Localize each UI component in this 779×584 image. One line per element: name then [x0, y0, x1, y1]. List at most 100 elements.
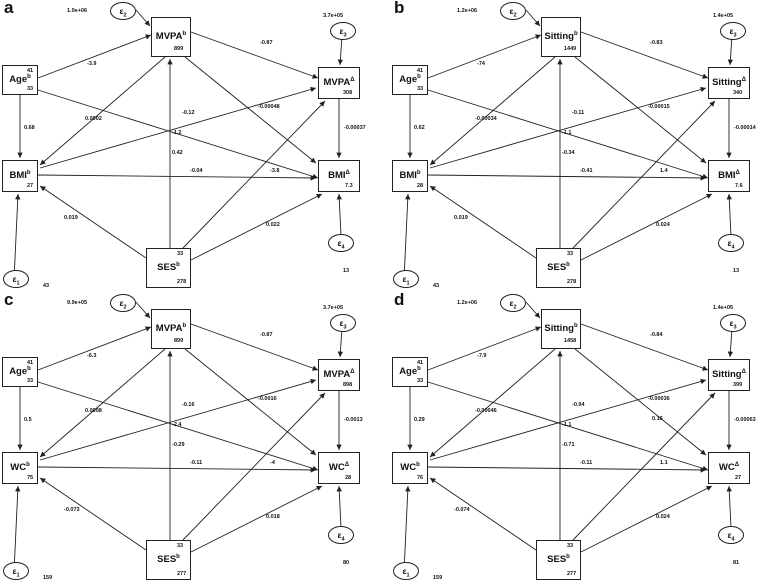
- error-e4: ε4: [328, 234, 354, 252]
- ses-n: 277: [177, 571, 187, 577]
- midout-n: 7.3: [345, 183, 353, 189]
- outcome-node-name: Sitting: [712, 369, 742, 381]
- top-to-mid-arrow: [39, 56, 166, 166]
- error-e1-index: 1: [406, 572, 410, 579]
- outcome-node-label: MVPAΔ: [319, 77, 359, 88]
- coef-age-top: -74: [477, 61, 485, 67]
- ses-node-label: SESb: [537, 554, 580, 565]
- e2-arrow: [525, 9, 541, 27]
- age-node-name: Age: [9, 366, 28, 378]
- error-e1-index: 1: [16, 280, 20, 287]
- ses-n: 278: [177, 279, 187, 285]
- top-n: 1458: [564, 338, 577, 344]
- outcome-n: 340: [733, 90, 743, 96]
- error-e1-symbol: ε: [12, 274, 17, 284]
- age-n: 33: [27, 378, 34, 384]
- coef-age-mid: 0.62: [414, 125, 425, 131]
- outcome-node-name: MVPA: [323, 369, 351, 381]
- mid-node-name: BMI: [399, 170, 417, 182]
- mid-node-label: BMIb: [393, 170, 427, 181]
- coef-extra: 0.16: [652, 416, 663, 422]
- age-to-midout-arrow: [427, 89, 709, 179]
- age-to-midout-arrow: [37, 381, 319, 471]
- ses-value: 33: [567, 251, 574, 257]
- coef-age-top: -7.9: [477, 353, 487, 359]
- ses-node-superscript: b: [176, 554, 180, 560]
- coef-age-mid: 0.5: [24, 417, 32, 423]
- midout-node-superscript: Δ: [344, 462, 350, 468]
- e4-variance: 80: [343, 560, 350, 566]
- outcome-n: 308: [343, 90, 353, 96]
- coef-ses-midout: 0.018: [266, 514, 280, 520]
- top-node-name: Sitting: [544, 323, 574, 335]
- coef-mid-midout: -0.11: [190, 460, 203, 466]
- age-node-name: Age: [399, 74, 418, 86]
- outcome-node-label: SittingΔ: [709, 369, 749, 380]
- coef-top-midout: -0.0016: [258, 396, 277, 402]
- coef-ses-mid: -0.074: [454, 507, 470, 513]
- coef-age-mid: 0.68: [24, 125, 35, 131]
- midout-node-label: BMIΔ: [709, 170, 749, 181]
- error-e1-symbol: ε: [402, 274, 407, 284]
- path-lines: [403, 301, 734, 573]
- coef-mid-midout: -0.04: [190, 168, 203, 174]
- mid-to-outcome-arrow: [39, 378, 317, 461]
- error-e2-index: 2: [513, 304, 517, 311]
- outcome-node-label: SittingΔ: [709, 77, 749, 88]
- coef-top-mid: 0.0002: [85, 116, 102, 122]
- mid-to-midout-arrow: [37, 174, 317, 181]
- mid-node-name: WC: [10, 462, 27, 474]
- error-e4-index: 4: [341, 536, 345, 543]
- ses-node-label: SESb: [147, 554, 190, 565]
- mid-node-label: WCb: [3, 462, 37, 473]
- age-node-superscript: b: [417, 366, 421, 372]
- coef-ses-mid: 0.019: [64, 215, 78, 221]
- coef-cross: -1.2: [172, 130, 182, 136]
- e1-arrow: [403, 193, 411, 281]
- error-e3-symbol: ε: [729, 26, 734, 36]
- ses-to-mid-arrow: [39, 477, 147, 551]
- coef-mid-midout: -0.11: [580, 460, 593, 466]
- mid-node-superscript: b: [26, 462, 30, 468]
- mid-n: 27: [27, 183, 34, 189]
- top-node-name: Sitting: [544, 31, 574, 43]
- mid-node-name: BMI: [9, 170, 27, 182]
- error-e2: ε2: [110, 2, 136, 20]
- ses-node-name: SES: [547, 554, 567, 566]
- error-e4: ε4: [718, 526, 744, 544]
- e1-arrow: [13, 193, 21, 281]
- age-node-label: Ageb: [393, 74, 427, 85]
- coef-top-mid: -0.00034: [475, 116, 497, 122]
- ses-to-mid-arrow: [429, 185, 537, 259]
- top-node-superscript: b: [573, 31, 578, 37]
- top-node-superscript: b: [182, 323, 187, 329]
- error-e1: ε1: [3, 562, 29, 580]
- ses-node-superscript: b: [566, 262, 570, 268]
- coef-ses-midout: 0.024: [656, 222, 670, 228]
- e1-variance: 159: [433, 575, 443, 581]
- age-to-midout-arrow: [37, 89, 319, 179]
- error-e3-symbol: ε: [339, 26, 344, 36]
- top-node-superscript: b: [182, 31, 187, 37]
- ses-to-outcome-arrow: [572, 100, 716, 249]
- error-e3: ε3: [330, 314, 356, 332]
- ses-to-midout-arrow: [190, 193, 323, 261]
- age-value: 41: [27, 360, 34, 366]
- coef-age-outcome: -0.94: [572, 402, 585, 408]
- e4-variance: 13: [733, 268, 740, 274]
- mid-n: 76: [417, 475, 424, 481]
- coef-top-outcome: -0.87: [260, 40, 273, 46]
- panel-letter: a: [4, 0, 14, 17]
- top-to-mid-arrow: [39, 348, 166, 458]
- age-value: 41: [417, 68, 424, 74]
- top-to-outcome-arrow: [190, 323, 319, 371]
